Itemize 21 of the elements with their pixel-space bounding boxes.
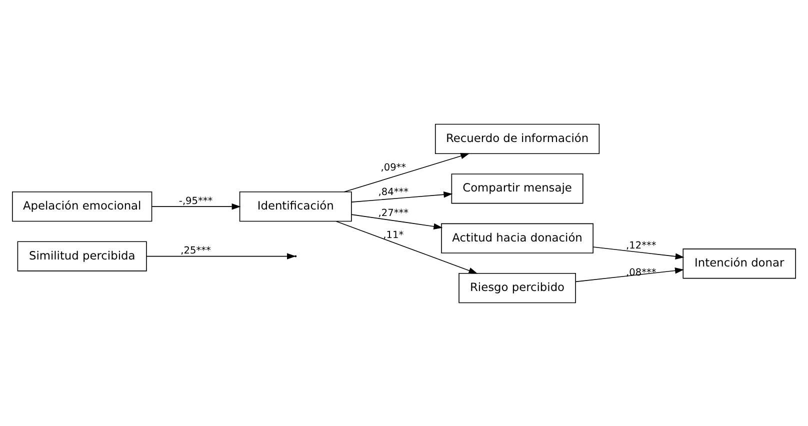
node-box: Actitud hacia donación: [441, 222, 594, 253]
node-box: Recuerdo de información: [434, 123, 600, 154]
edge-label: ,25***: [180, 245, 211, 256]
arrow: [344, 152, 470, 192]
edge-label: ,11*: [383, 230, 404, 241]
node-box: Riesgo percibido: [458, 272, 576, 303]
node-box: Similitud percibida: [17, 240, 147, 271]
edge-label: ,84***: [378, 186, 408, 198]
node-box: Intención donar: [682, 248, 796, 278]
node-box: Identificación: [239, 191, 352, 222]
arrow: [592, 246, 684, 259]
arrow: [351, 190, 453, 202]
arrow: [336, 220, 478, 274]
arrow: [351, 214, 443, 230]
arrow: [152, 202, 241, 210]
edge-label: ,12***: [626, 240, 656, 252]
edge-label: ,09**: [380, 162, 406, 173]
edge-label: -,95***: [178, 195, 213, 206]
node-box: Compartir mensaje: [451, 173, 584, 204]
node-box: Apelación emocional: [12, 191, 152, 222]
edge-label: ,27***: [378, 208, 408, 219]
